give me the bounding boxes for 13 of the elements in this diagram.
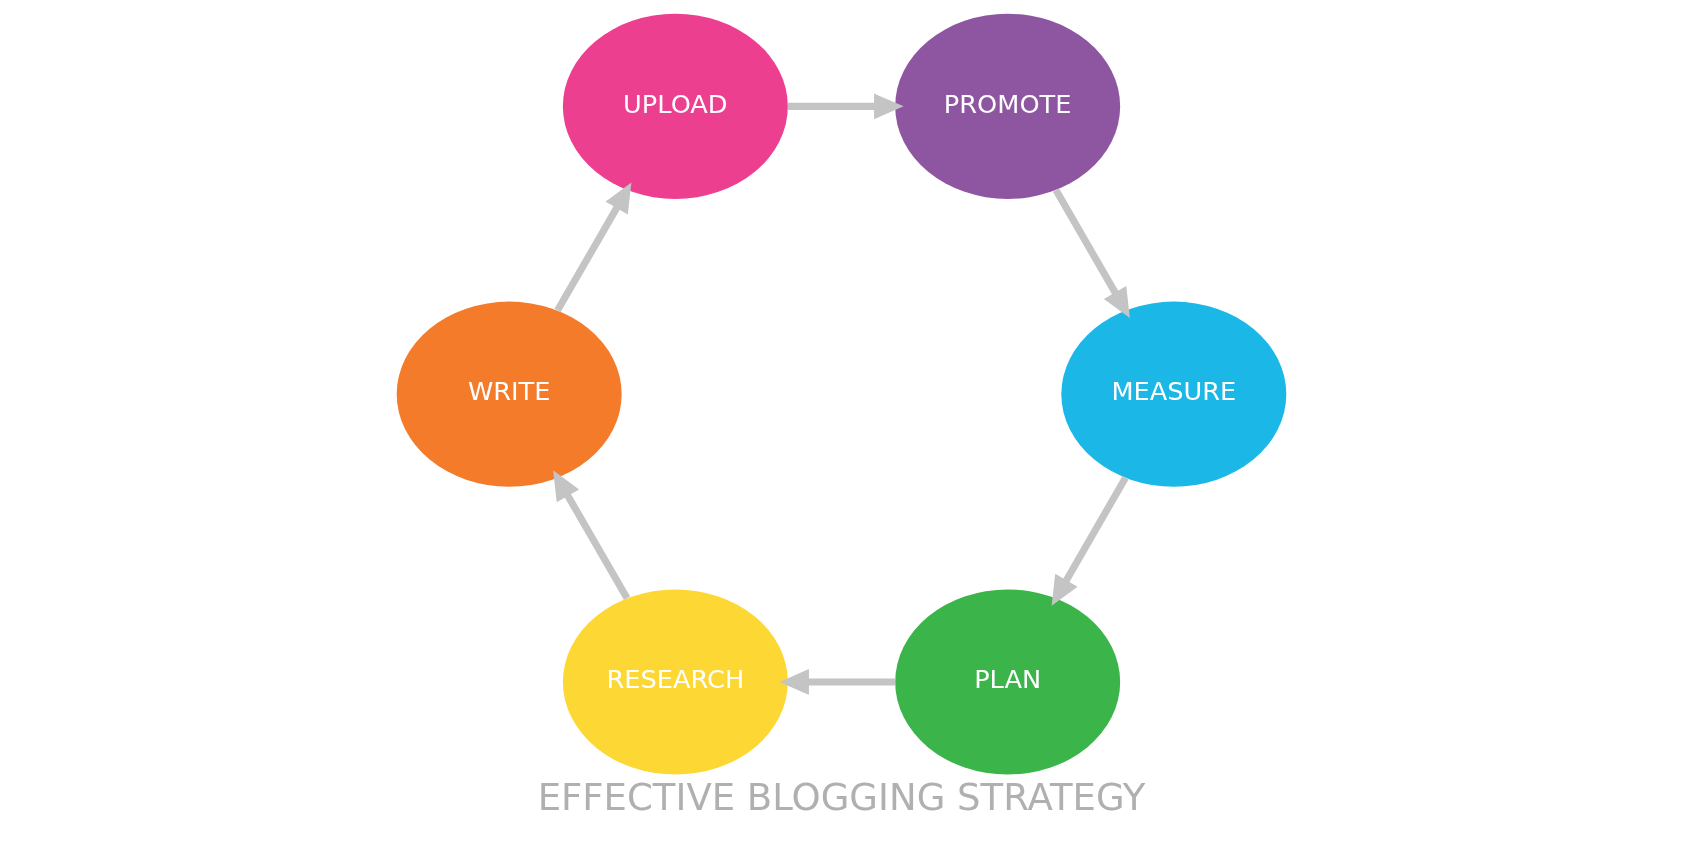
diagram-title: EFFECTIVE BLOGGING STRATEGY bbox=[537, 775, 1146, 819]
node-ellipse: WRITE bbox=[396, 301, 622, 487]
node-ellipse: MEASURE bbox=[1061, 301, 1287, 487]
node-ellipse: PROMOTE bbox=[895, 13, 1121, 199]
arrow bbox=[553, 470, 631, 601]
node-ellipse: RESEARCH bbox=[562, 589, 788, 775]
arrow bbox=[1052, 188, 1130, 318]
arrow bbox=[787, 93, 904, 120]
node-ellipse: PLAN bbox=[895, 589, 1121, 775]
node-ellipse: UPLOAD bbox=[562, 13, 788, 199]
arrow bbox=[779, 669, 896, 695]
arrow bbox=[554, 182, 632, 313]
arrow bbox=[1051, 476, 1129, 606]
